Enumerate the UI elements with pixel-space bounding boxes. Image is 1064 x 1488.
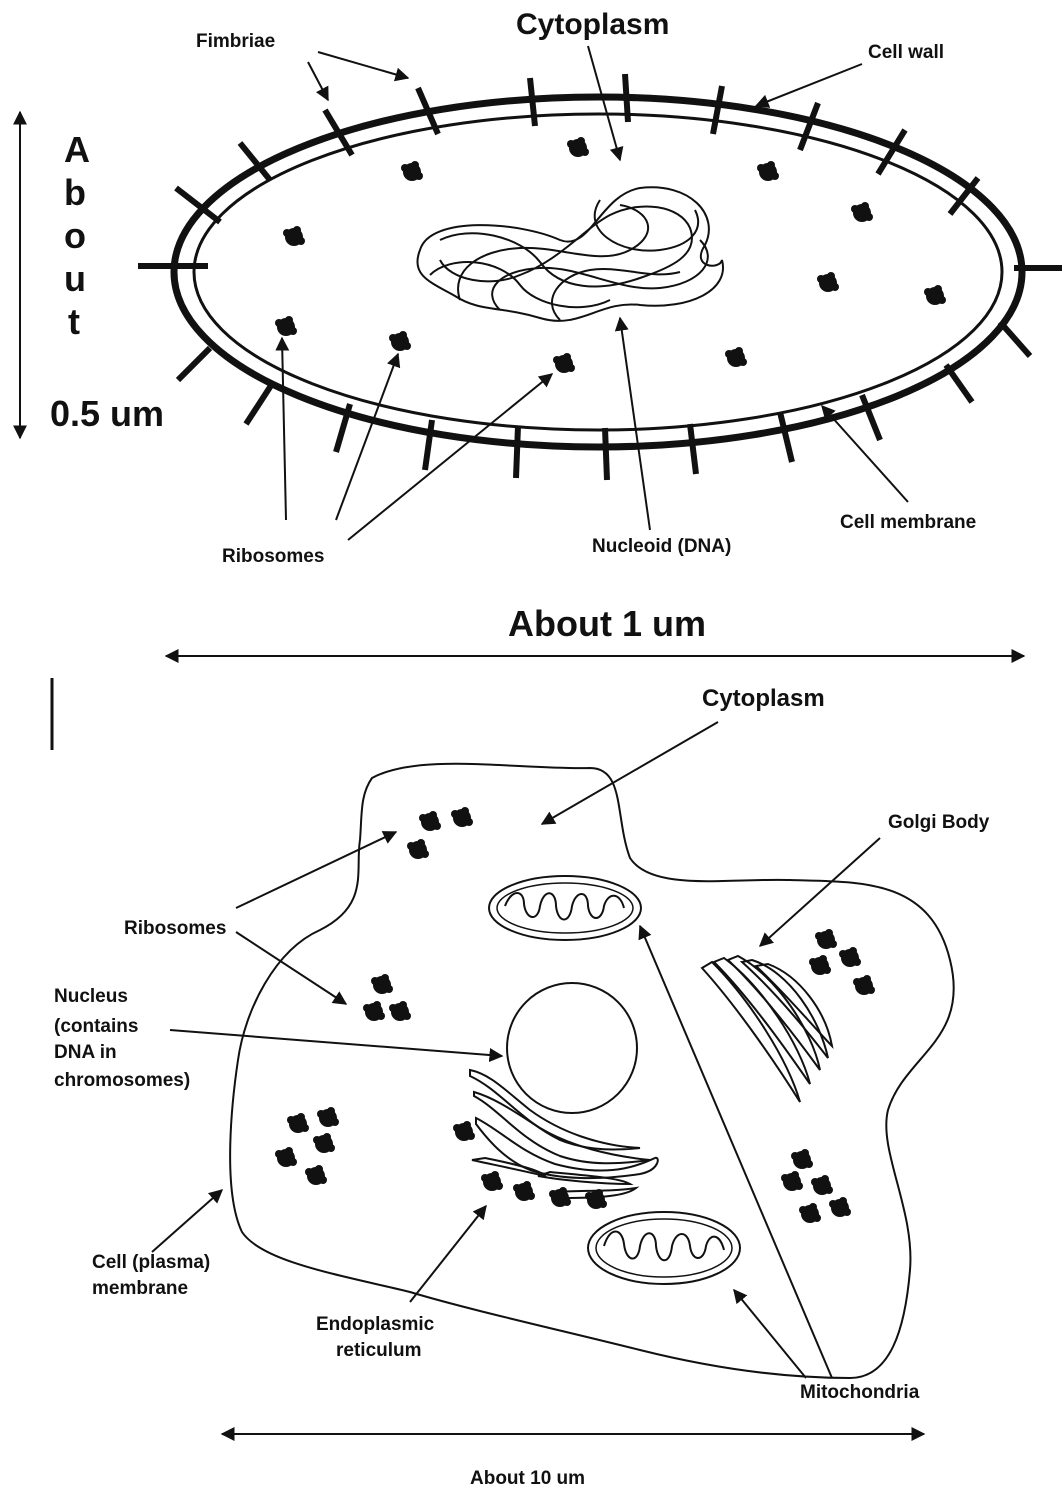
prokaryotic-cell: Fimbriae Cytoplasm Cell wall Ribosomes N… bbox=[20, 8, 1062, 656]
width-scale-bottom: About 10 um bbox=[222, 1434, 924, 1488]
ribosomes-label-bottom: Ribosomes bbox=[124, 918, 226, 939]
nucleus-label-line4: chromosomes) bbox=[54, 1070, 190, 1091]
cytoplasm-label-top: Cytoplasm bbox=[516, 8, 669, 41]
ribosomes-label-top: Ribosomes bbox=[222, 546, 324, 567]
nucleus-label-line2: (contains bbox=[54, 1016, 138, 1037]
nucleoid-label: Nucleoid (DNA) bbox=[592, 536, 731, 557]
height-letter-a: A bbox=[64, 129, 90, 170]
height-letter-t: t bbox=[68, 301, 80, 342]
width-label-bottom: About 10 um bbox=[470, 1468, 585, 1488]
height-letter-u: u bbox=[64, 258, 86, 299]
membrane-label-line2: membrane bbox=[92, 1278, 188, 1299]
golgi-body bbox=[702, 956, 832, 1102]
eukaryotic-cell: Cytoplasm Golgi Body Ribosomes Nucleus (… bbox=[54, 685, 990, 1488]
height-value: 0.5 um bbox=[50, 393, 164, 434]
height-scale: A b o u t 0.5 um bbox=[20, 112, 164, 438]
eukaryote-pointers bbox=[152, 722, 880, 1378]
width-scale-top: About 1 um bbox=[166, 603, 1024, 656]
mitochondrion-lower bbox=[588, 1212, 740, 1284]
width-label-top: About 1 um bbox=[508, 603, 706, 644]
membrane-label-line1: Cell (plasma) bbox=[92, 1252, 210, 1273]
nucleus-label-line1: Nucleus bbox=[54, 986, 128, 1007]
cell-wall-label: Cell wall bbox=[868, 42, 944, 63]
cell-membrane bbox=[194, 114, 1002, 430]
height-letter-b: b bbox=[64, 172, 86, 213]
er-label-line1: Endoplasmic bbox=[316, 1314, 435, 1335]
cell-wall bbox=[174, 97, 1022, 447]
nucleus bbox=[507, 983, 637, 1113]
height-letter-o: o bbox=[64, 215, 86, 256]
mitochondria-label: Mitochondria bbox=[800, 1382, 920, 1403]
nucleus-label-line3: DNA in bbox=[54, 1042, 117, 1063]
nucleoid-dna bbox=[417, 187, 723, 321]
fimbriae-spikes bbox=[138, 74, 1062, 480]
cytoplasm-label-bottom: Cytoplasm bbox=[702, 685, 825, 712]
golgi-label: Golgi Body bbox=[888, 812, 990, 833]
er-label-line2: reticulum bbox=[336, 1340, 422, 1361]
fimbriae-label: Fimbriae bbox=[196, 31, 275, 52]
mitochondrion-upper bbox=[489, 876, 641, 940]
plasma-membrane bbox=[230, 764, 954, 1378]
cell-membrane-label-top: Cell membrane bbox=[840, 512, 976, 533]
